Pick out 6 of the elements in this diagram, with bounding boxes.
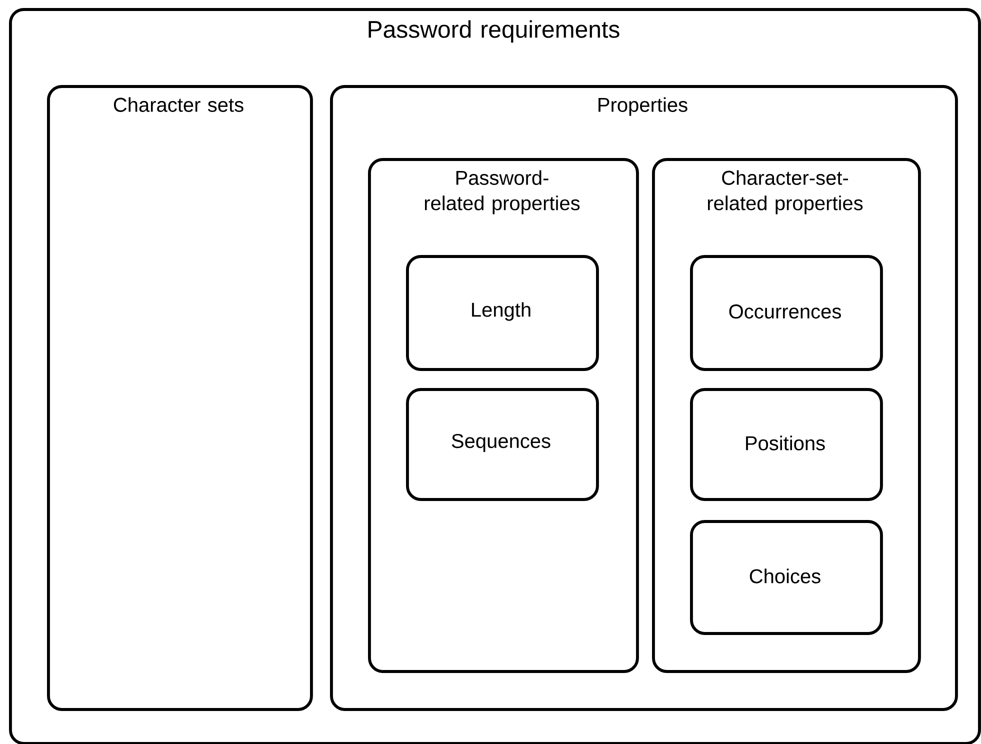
- item-box: Length: [406, 255, 599, 371]
- item-box: Sequences: [406, 388, 599, 501]
- item-box: Positions: [690, 388, 883, 501]
- item-box: Occurrences: [690, 255, 883, 371]
- group-box: Character sets: [47, 85, 313, 711]
- item-box: Choices: [690, 520, 883, 635]
